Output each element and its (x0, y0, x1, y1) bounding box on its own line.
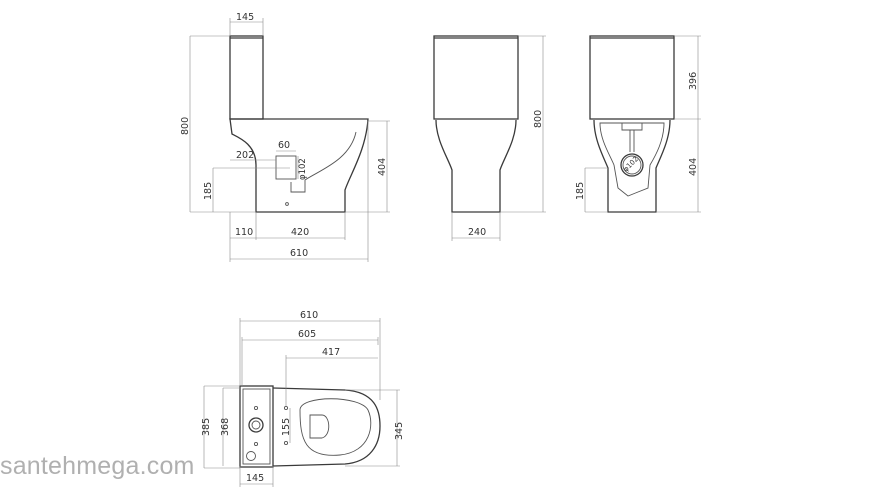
dim-outlet-back: 202 (236, 150, 254, 161)
dim-seat-hole-front: 417 (322, 347, 340, 358)
dim-front-height: 800 (533, 110, 544, 128)
outlet (275, 155, 297, 180)
front-view: 800 240 (433, 35, 546, 241)
rear-tank (589, 35, 675, 120)
dim-rear-bowl-height: 404 (688, 158, 699, 176)
top-bowl (272, 387, 381, 467)
dim-front-base-width: 240 (468, 227, 486, 238)
dim-top-605: 605 (298, 329, 316, 340)
dim-rear-outlet-center: 185 (575, 182, 586, 200)
rear-bowl (593, 119, 671, 213)
dim-top-tank-length: 368 (220, 418, 231, 436)
dim-top-total-length: 610 (300, 310, 318, 321)
watermark-text: santehmega.com (0, 452, 195, 480)
side-view: 145 800 60 202 φ102 185 404 110 420 610 (180, 12, 390, 262)
front-tank (433, 35, 519, 120)
dim-outlet-center: 185 (203, 182, 214, 200)
seat-outline (299, 398, 372, 456)
dim-outlet-diameter: φ102 (298, 158, 308, 180)
dim-base-length: 420 (291, 227, 309, 238)
dim-total-height: 800 (180, 117, 191, 135)
dim-seat-hole-spacing: 155 (281, 418, 292, 436)
dim-rear-tank-height: 396 (688, 72, 699, 90)
dim-tank-width: 145 (236, 12, 254, 23)
dim-top-total-width: 385 (201, 418, 212, 436)
dim-top-tank-depth: 145 (246, 473, 264, 484)
top-tank (239, 385, 274, 468)
tank-outline (229, 35, 264, 120)
dim-outlet-width: 60 (278, 140, 290, 151)
dim-bowl-height: 404 (377, 158, 388, 176)
front-bowl (435, 119, 517, 213)
top-view: 610 605 417 385 368 155 345 145 (201, 310, 405, 487)
dim-bowl-width: 345 (394, 422, 405, 440)
rear-view: φ102 396 404 185 (575, 35, 701, 213)
dim-total-length: 610 (290, 248, 308, 259)
dim-back-offset: 110 (235, 227, 253, 238)
